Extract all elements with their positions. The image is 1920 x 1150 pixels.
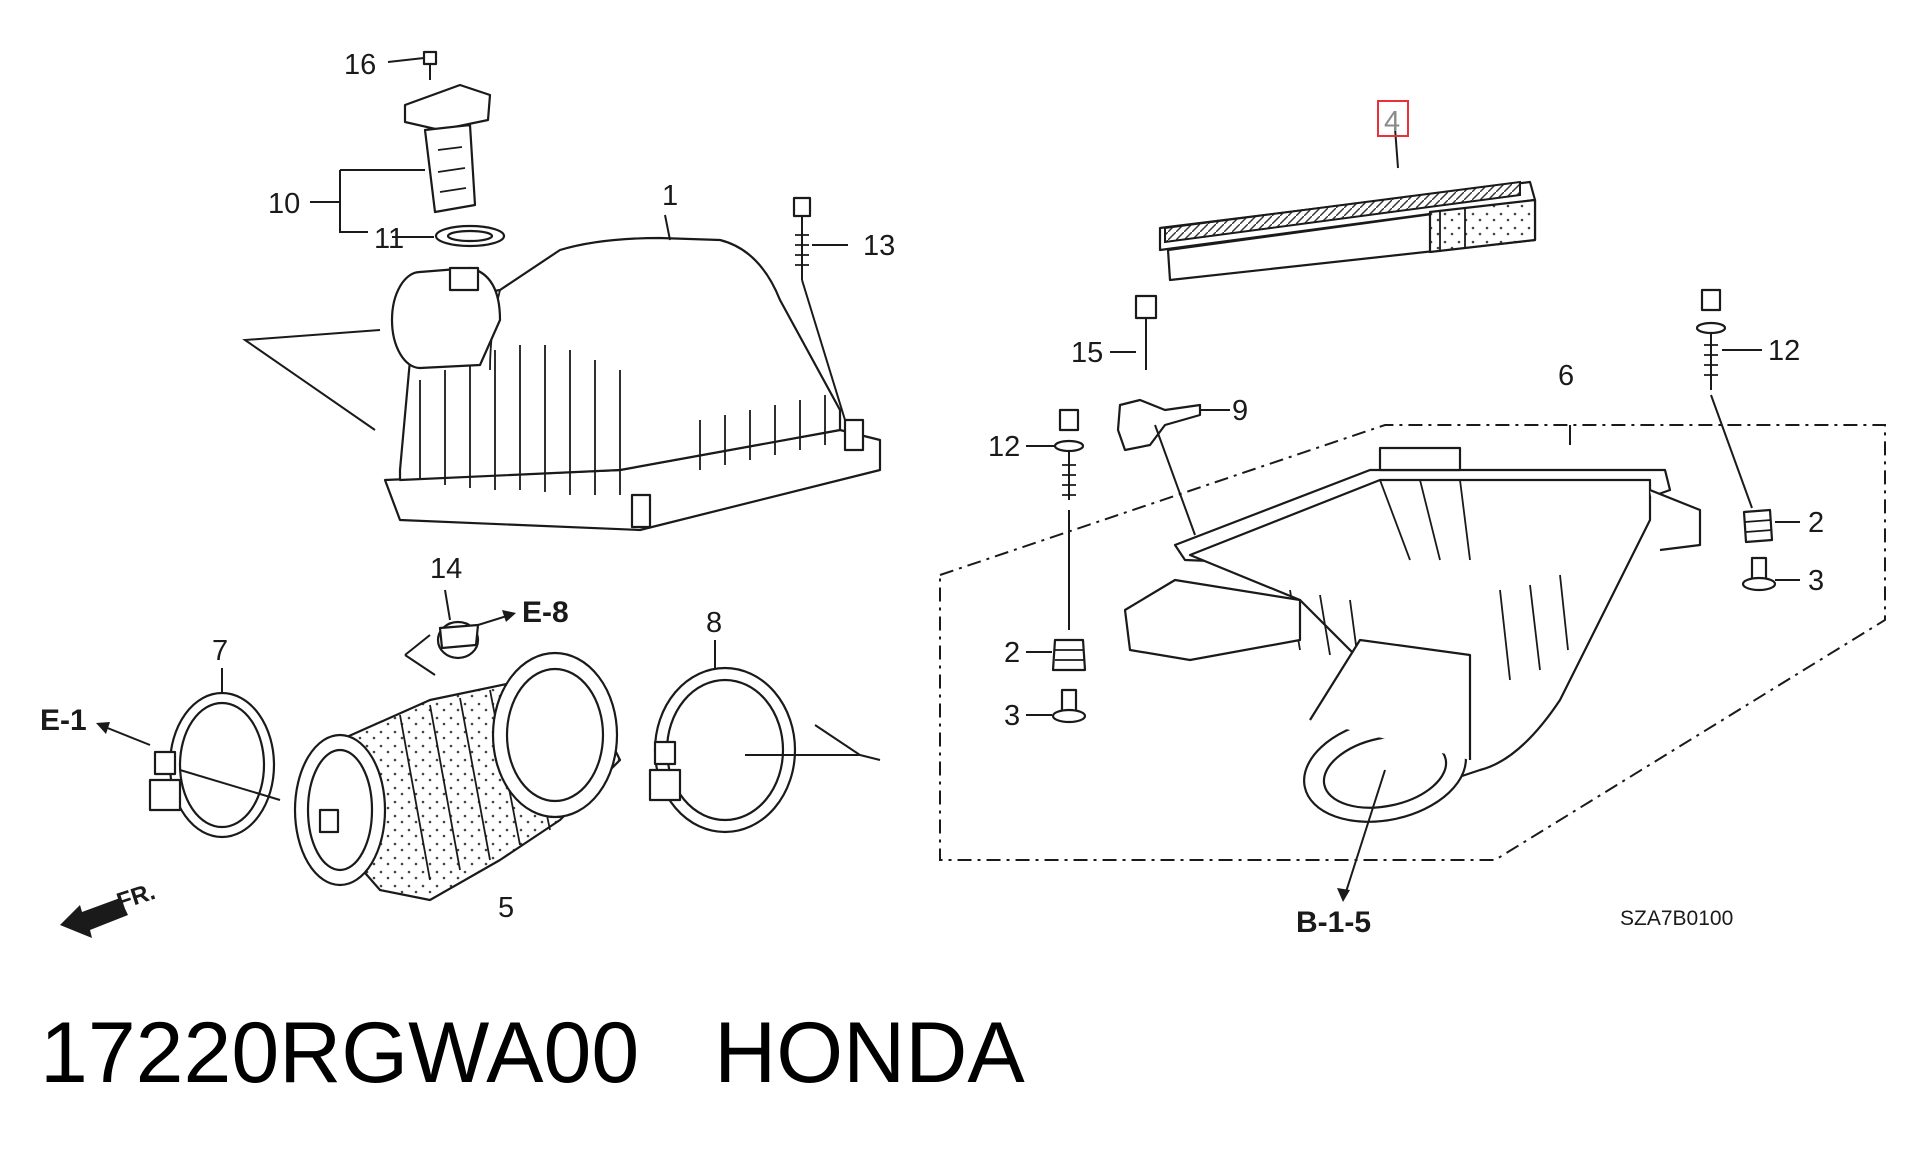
- mass-airflow-sensor: [310, 50, 506, 248]
- highlight-box: [1377, 100, 1409, 137]
- callout-9: 9: [1232, 395, 1248, 427]
- ref-b15: B-1-5: [1296, 906, 1371, 939]
- callout-4: 4: [1384, 106, 1400, 138]
- brand-name: HONDA: [714, 1005, 1025, 1101]
- bolt-12-right: [1695, 288, 1800, 592]
- callout-12a: 12: [988, 431, 1020, 463]
- callout-2b: 2: [1808, 507, 1824, 539]
- ref-e1: E-1: [40, 704, 87, 737]
- part-number: 17220RGWA00: [40, 1005, 640, 1101]
- callout-3b: 3: [1808, 565, 1824, 597]
- callout-8: 8: [706, 607, 722, 639]
- bracket-9: [1110, 294, 1230, 536]
- callout-7: 7: [212, 635, 228, 667]
- ref-e8: E-8: [522, 596, 569, 629]
- clip-14: [436, 589, 480, 660]
- callout-16: 16: [344, 49, 376, 81]
- hose-clamp-8: [648, 640, 881, 834]
- callout-2a: 2: [1004, 637, 1020, 669]
- hose-clamp-7: [148, 668, 281, 839]
- callout-14: 14: [430, 553, 462, 585]
- front-arrow-icon: [60, 898, 128, 938]
- callout-6: 6: [1558, 360, 1574, 392]
- callout-12b: 12: [1768, 335, 1800, 367]
- callout-10: 10: [268, 188, 300, 220]
- callout-11: 11: [374, 223, 404, 255]
- reference-arrows: [60, 610, 1386, 938]
- air-filter-element: [1158, 127, 1537, 282]
- callout-1: 1: [662, 180, 678, 212]
- bolt-12-left: [1026, 408, 1087, 724]
- callout-13: 13: [863, 230, 895, 262]
- diagram-code: SZA7B0100: [1620, 907, 1733, 930]
- callout-15: 15: [1071, 337, 1103, 369]
- air-cleaner-case: [939, 424, 1886, 861]
- air-cleaner-cover: [242, 236, 882, 532]
- callout-3a: 3: [1004, 700, 1020, 732]
- intake-hose: [293, 634, 622, 902]
- bolt-13: [792, 196, 848, 421]
- ref-front: FR.: [114, 878, 159, 916]
- callout-5: 5: [498, 892, 514, 924]
